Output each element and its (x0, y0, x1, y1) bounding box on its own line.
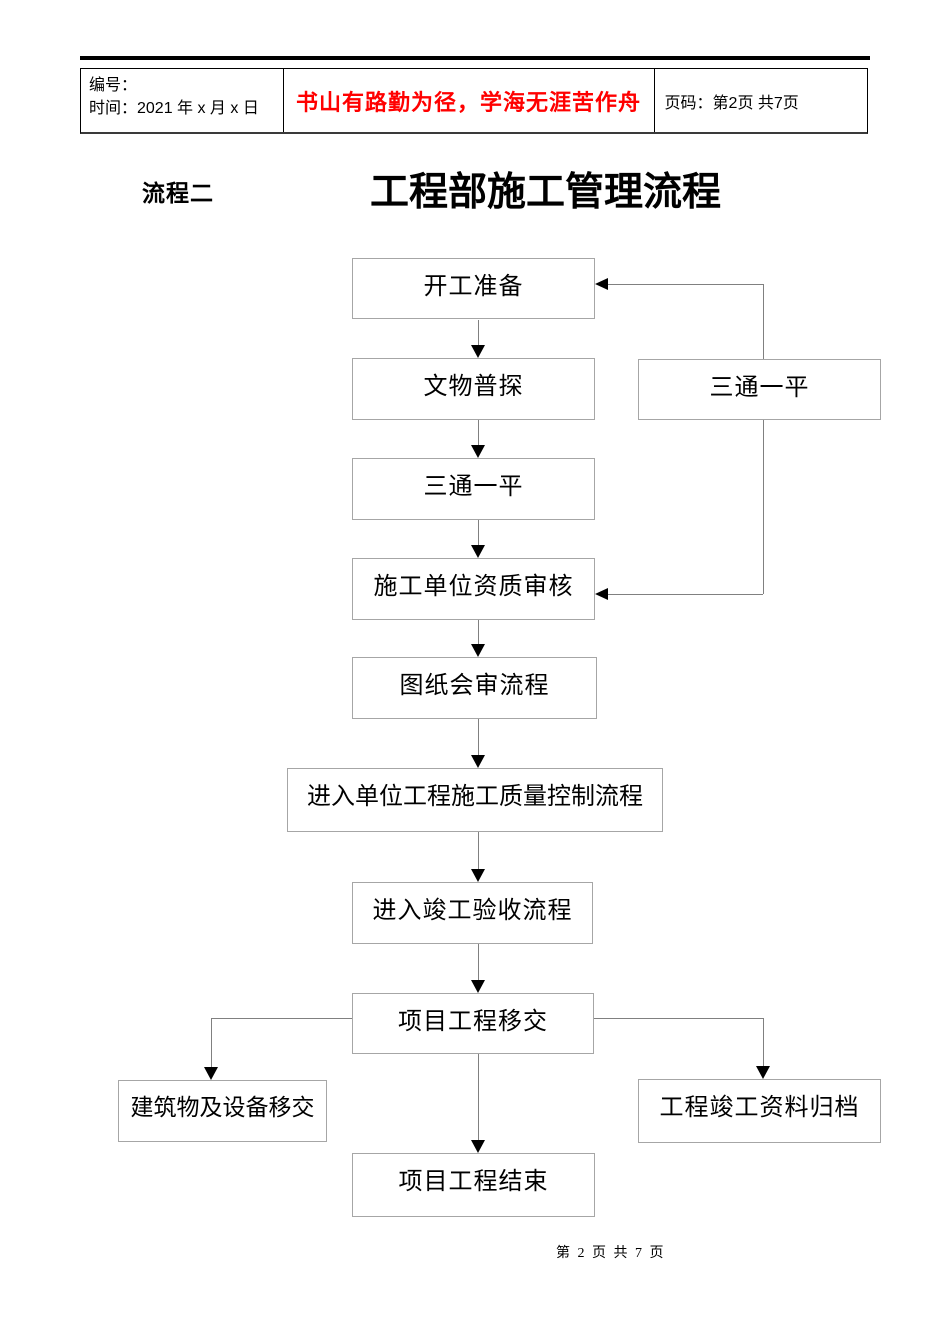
arrowhead-into-three-one (471, 445, 485, 458)
arrowhead-into-relics-survey (471, 345, 485, 358)
doc-date-label: 时间：2021 年 x 月 x 日 (89, 100, 259, 118)
connector-rightbox-to-qualification (608, 594, 763, 595)
flow-section-label: 流程二 (142, 181, 214, 206)
arrowhead-into-start-prep (595, 278, 608, 290)
connector-rightbox-to-start (608, 284, 763, 285)
box-contractor-qualification-review: 施工单位资质审核 (352, 558, 595, 620)
arrowhead-into-project-end (471, 1140, 485, 1153)
arrowhead-into-building-handover (204, 1067, 218, 1080)
connector-rightbox-up (763, 284, 764, 359)
arrowhead-into-acceptance (471, 869, 485, 882)
box-project-end: 项目工程结束 (352, 1153, 595, 1217)
arrowhead-into-qualification-right (595, 588, 608, 600)
connector-rightbox-down (763, 420, 764, 594)
box-project-handover: 项目工程移交 (352, 993, 594, 1054)
header-slogan: 书山有路勤为径，学海无涯苦作舟 (284, 69, 655, 132)
connector-relics-to-threeone (478, 420, 479, 446)
footer-page-number: 第 2 页 共 7 页 (556, 1246, 666, 1261)
arrowhead-into-qualification (471, 545, 485, 558)
connector-start-to-relics (478, 320, 479, 346)
box-drawing-review-process: 图纸会审流程 (352, 657, 597, 719)
header-page-info: 页码：第2页 共7页 (664, 94, 799, 112)
box-completion-acceptance-process: 进入竣工验收流程 (352, 882, 593, 944)
box-three-supplies-one-leveling-right: 三通一平 (638, 359, 881, 420)
header-table: 编号： 时间：2021 年 x 月 x 日 书山有路勤为径，学海无涯苦作舟 页码… (80, 68, 868, 134)
connector-left-down (211, 1018, 212, 1068)
doc-number-label: 编号： (89, 77, 138, 94)
connector-threeone-to-qualification (478, 520, 479, 546)
header-cell-number-date: 编号： 时间：2021 年 x 月 x 日 (81, 69, 284, 132)
box-building-equipment-handover: 建筑物及设备移交 (118, 1080, 327, 1142)
page-title: 工程部施工管理流程 (370, 171, 722, 214)
arrowhead-into-drawing-review (471, 644, 485, 657)
connector-quality-to-acceptance (478, 832, 479, 870)
arrowhead-into-handover (471, 980, 485, 993)
connector-drawing-to-quality (478, 719, 479, 756)
connector-acceptance-to-handover (478, 944, 479, 981)
connector-handover-left (211, 1018, 352, 1019)
connector-handover-right (594, 1018, 763, 1019)
box-start-prep: 开工准备 (352, 258, 595, 319)
connector-handover-to-end (478, 1054, 479, 1141)
arrowhead-into-archive (756, 1066, 770, 1079)
box-relics-survey: 文物普探 (352, 358, 595, 420)
box-completion-archive: 工程竣工资料归档 (638, 1079, 881, 1143)
box-three-supplies-one-leveling: 三通一平 (352, 458, 595, 520)
header-top-rule (80, 56, 870, 60)
box-unit-project-quality-control-process: 进入单位工程施工质量控制流程 (287, 768, 663, 832)
arrowhead-into-quality-control (471, 755, 485, 768)
connector-qualification-to-drawing (478, 620, 479, 645)
connector-right-down (763, 1018, 764, 1067)
